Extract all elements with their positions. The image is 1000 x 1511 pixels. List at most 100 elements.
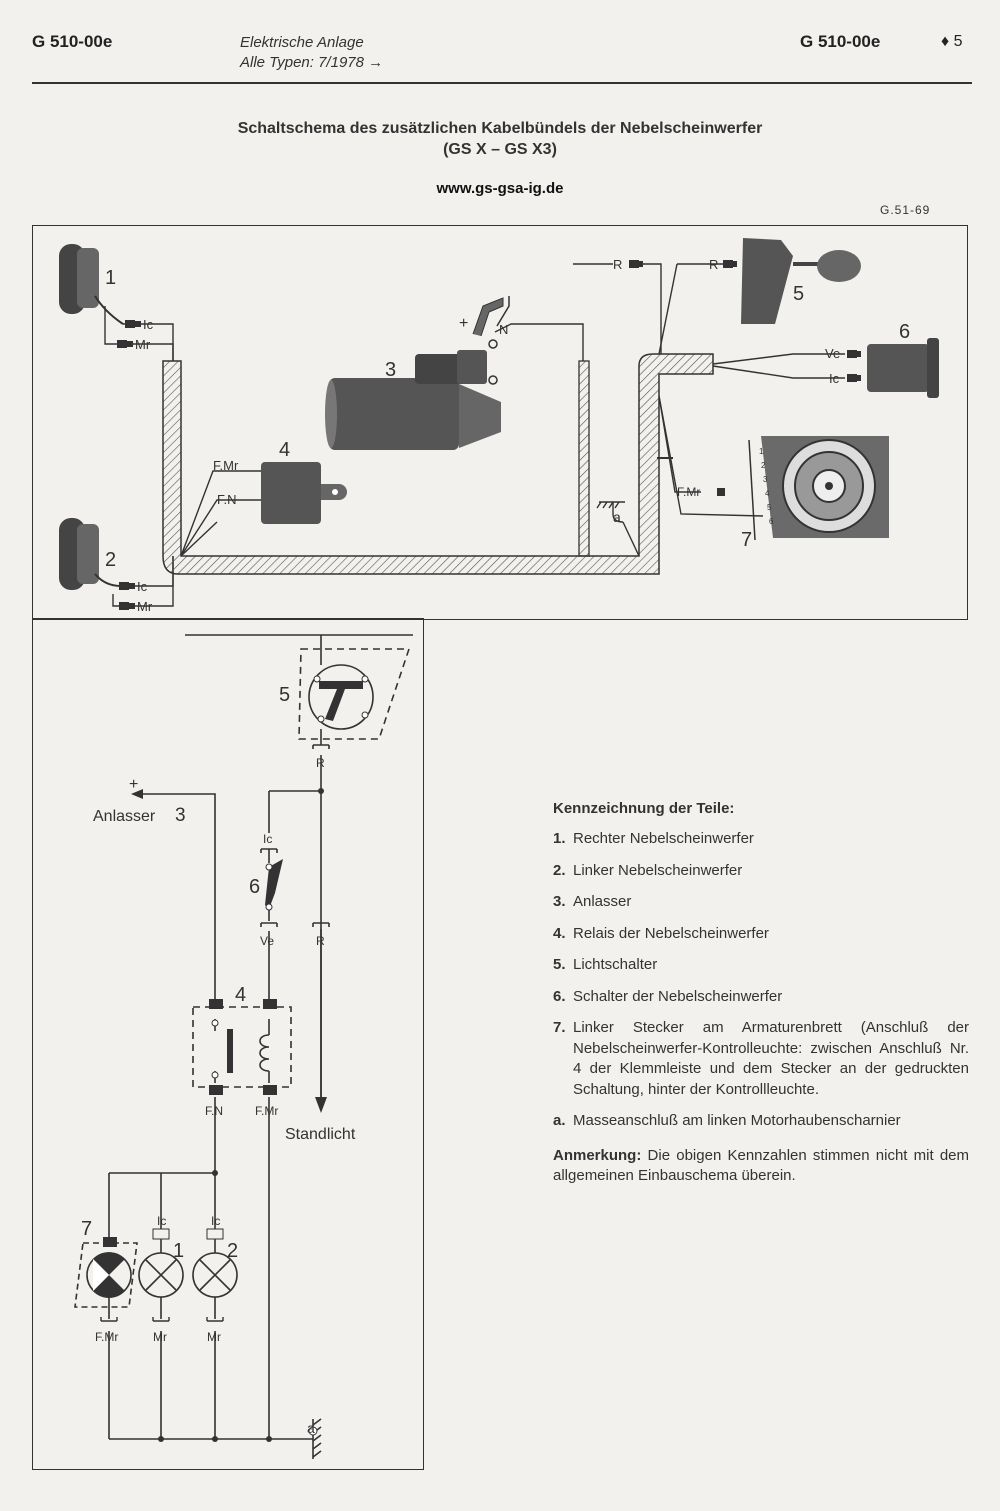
sch-label-a: a — [307, 1420, 315, 1436]
wiring-harness-diagram: 1 2 Ic Mr Ic Mr 3 + N — [32, 225, 968, 620]
label-1: 1 — [105, 267, 116, 289]
label-ic-2: Ic — [137, 579, 148, 594]
sch-label-5: 5 — [279, 684, 290, 706]
sch-label-fmr-4: F.Mr — [255, 1104, 278, 1118]
sch-label-r-mid: R — [316, 934, 325, 948]
fog-lamp-left-icon — [59, 518, 122, 590]
label-ic-1: Ic — [143, 317, 154, 332]
sch-label-plus: + — [129, 776, 138, 793]
starter-motor-icon — [325, 296, 510, 450]
legend-num: 5. — [553, 956, 566, 973]
label-3: 3 — [385, 359, 396, 381]
legend-text: Linker Nebelscheinwerfer — [573, 861, 743, 879]
legend-num: 3. — [553, 893, 566, 910]
legend-item: 3. Anlasser — [553, 892, 969, 913]
sch-label-4: 4 — [235, 984, 246, 1006]
doc-code-left: G 510-00e — [32, 32, 113, 51]
label-fmr-7: F.Mr — [677, 485, 700, 499]
clip-pin-4: 4 — [765, 489, 770, 498]
label-ic-6: Ic — [829, 371, 840, 386]
legend-num: 7. — [553, 1019, 566, 1036]
label-6: 6 — [899, 321, 910, 343]
dashboard-connector-icon — [748, 436, 889, 541]
website-url: www.gs-gsa-ig.de — [436, 180, 564, 197]
clip-pin-2: 2 — [761, 461, 766, 470]
page-number: ♦ 5 — [941, 33, 963, 50]
clip-pin-5: 5 — [767, 503, 772, 512]
sch-label-standlicht: Standlicht — [285, 1126, 356, 1143]
sch-label-2: 2 — [227, 1240, 238, 1262]
legend-text: Rechter Nebelscheinwerfer — [573, 830, 754, 847]
cable-harness — [162, 353, 714, 575]
light-switch-symbol — [308, 664, 374, 730]
sch-label-fn: F.N — [205, 1104, 223, 1118]
legend-num: 4. — [553, 924, 566, 942]
label-mr-2: Mr — [137, 599, 153, 614]
legend-num: 2. — [553, 861, 566, 879]
clip-pin-3: 3 — [763, 475, 768, 484]
parts-legend: Kennzeichnung der Teile: 1. Rechter Nebel… — [553, 800, 969, 1187]
label-5: 5 — [793, 283, 804, 305]
label-plus: + — [459, 315, 468, 332]
page-title: Schaltschema des zusätzlichen Kabelbünde… — [237, 120, 763, 137]
ground-icon — [596, 501, 640, 557]
label-n: N — [499, 322, 508, 337]
sch-label-7: 7 — [81, 1218, 92, 1240]
drawing-reference: G.51-69 — [880, 203, 931, 217]
legend-item: 5. Lichtschalter — [553, 955, 969, 976]
legend-item: 6. Schalter der Nebelscheinwerfer — [553, 987, 969, 1008]
label-r-1: R — [613, 257, 622, 272]
legend-item: 7. Linker Stecker am Armaturenbrett (Ansc… — [553, 1018, 969, 1100]
legend-text: Masseanschluß am linken Motorhaubenschar… — [573, 1112, 901, 1129]
clip-pin-6: 6 — [769, 517, 774, 526]
light-switch-icon — [741, 238, 861, 324]
header-rule — [32, 82, 972, 84]
sch-label-3: 3 — [175, 805, 186, 826]
sch-label-mr-1: Mr — [153, 1330, 167, 1344]
label-7: 7 — [741, 529, 752, 551]
sch-label-fmr-7: F.Mr — [95, 1330, 118, 1344]
legend-text: Anlasser — [573, 893, 632, 910]
label-mr-1: Mr — [135, 337, 151, 352]
sch-label-6: 6 — [249, 876, 260, 898]
sch-label-ic-6: Ic — [263, 832, 272, 846]
legend-num: 6. — [553, 987, 566, 1005]
fog-lamp-switch-icon — [867, 338, 939, 398]
legend-item: a. Masseanschluß am linken Motorhaubensch… — [553, 1111, 969, 1132]
note-label: Anmerkung: — [553, 1146, 642, 1164]
section-line-1: Elektrische Anlage — [240, 34, 364, 51]
fog-lamp-right-icon — [59, 244, 124, 325]
sch-label-mr-2: Mr — [207, 1330, 221, 1344]
sch-label-ic-1: Ic — [157, 1214, 166, 1228]
page-subtitle: (GS X – GS X3) — [443, 141, 557, 158]
legend-text: Relais der Nebelscheinwerfer — [573, 924, 769, 942]
label-2: 2 — [105, 549, 116, 571]
note-text: Die obigen Kennzahlen stimmen nicht mit … — [553, 1146, 970, 1185]
sch-label-ve: Ve — [260, 934, 274, 948]
section-line-2: Alle Typen: 7/1978 → — [240, 54, 384, 71]
label-fn-4: F.N — [217, 492, 237, 507]
label-r-2: R — [709, 257, 718, 272]
sch-label-1: 1 — [173, 1240, 184, 1262]
label-4: 4 — [279, 439, 290, 461]
doc-code-right: G 510-00e — [800, 32, 881, 51]
legend-num: 1. — [553, 830, 566, 847]
sch-label-ic-2: Ic — [211, 1214, 220, 1228]
legend-text: Schalter der Nebelscheinwerfer — [573, 987, 783, 1005]
legend-title: Kennzeichnung der Teile: — [553, 800, 735, 817]
circuit-schematic: 5 R + Anlasser 3 Ic 6 Ve R 4 F.N F.Mr St… — [32, 618, 424, 1470]
label-fmr-4: F.Mr — [213, 458, 239, 473]
legend-text: Lichtschalter — [573, 956, 658, 973]
clip-pin-1: 1 — [759, 447, 764, 456]
sch-label-r-top: R — [316, 756, 325, 770]
sch-label-anlasser: Anlasser — [93, 808, 156, 825]
label-ve: Ve — [825, 346, 840, 361]
legend-item: 2. Linker Nebelscheinwerfer — [553, 861, 969, 882]
legend-text: Linker Stecker am Armaturenbrett (Anschl… — [573, 1019, 969, 1098]
legend-item: 4. Relais der Nebelscheinwerfer — [553, 924, 969, 945]
relay-icon — [261, 462, 347, 524]
legend-item: 1. Rechter Nebelscheinwerfer — [553, 829, 969, 850]
legend-list: 1. Rechter Nebelscheinwerfer 2. Linker Neb… — [553, 829, 969, 1132]
legend-num: a. — [553, 1112, 566, 1129]
section-title: Elektrische Anlage Alle Typen: 7/1978 → — [240, 33, 383, 73]
